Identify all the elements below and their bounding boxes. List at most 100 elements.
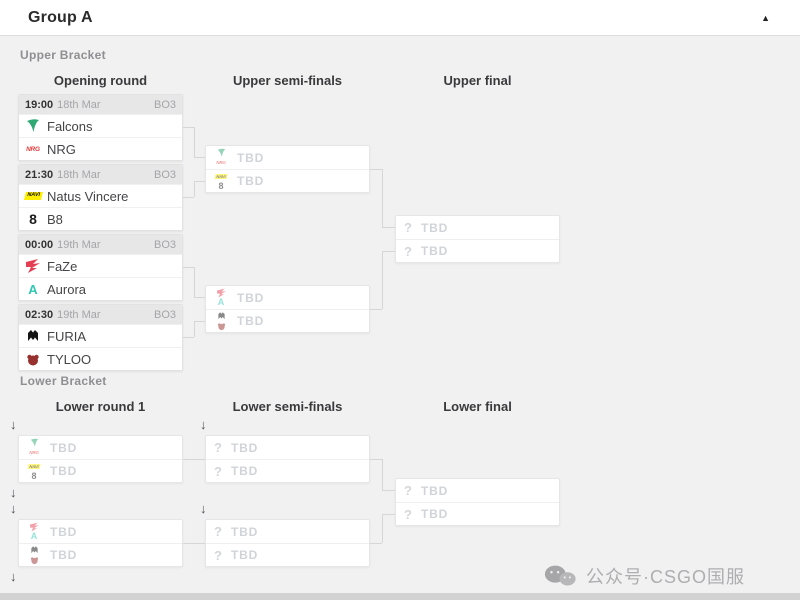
connector-line (382, 514, 383, 543)
match-date: 18th Mar (57, 168, 101, 181)
question-icon: ? (214, 463, 222, 479)
faze-logo (25, 258, 41, 274)
match-date: 19th Mar (57, 308, 101, 321)
bracket-slot: ? TBD (206, 436, 369, 459)
slot-label: TBD (421, 507, 449, 521)
candidate-logos-faze-aurora: A (25, 522, 43, 542)
match-header: 19:00 18th Mar BO3 (19, 95, 182, 114)
drop-arrow-icon: ↓ (200, 417, 207, 432)
bracket-slot: A TBD (206, 286, 369, 309)
nrg-logo: NRG (29, 450, 39, 455)
falcons-logo (216, 148, 227, 158)
match-time: 21:30 (25, 168, 54, 181)
connector-line (183, 543, 205, 544)
slot-label: TBD (237, 174, 265, 188)
team-row-b8[interactable]: 8 B8 (19, 207, 182, 230)
match-format: BO3 (153, 238, 176, 251)
group-header: Group A ▲ (0, 0, 800, 36)
tyloo-logo (29, 555, 40, 565)
team-row-falcons[interactable]: Falcons (19, 114, 182, 137)
match-time: 00:00 (25, 238, 54, 251)
bracket-slot: ? TBD (396, 479, 559, 502)
team-name: Falcons (47, 118, 93, 134)
slot-label: TBD (421, 244, 449, 258)
natus-vincere-logo: NAVI (27, 463, 41, 469)
bracket-slot: NRG TBD (19, 436, 182, 459)
upper-final[interactable]: ? TBD ? TBD (395, 215, 560, 263)
slot-label: TBD (231, 440, 259, 455)
team-row-faze[interactable]: FaZe (19, 254, 182, 277)
bracket-slot: NAVI 8 TBD (19, 459, 182, 482)
collapse-caret-icon[interactable]: ▲ (761, 12, 770, 23)
match-time: 19:00 (25, 98, 54, 111)
slot-label: TBD (231, 548, 259, 562)
bracket-slot: ? TBD (396, 216, 559, 239)
team-row-aurora[interactable]: A Aurora (19, 277, 182, 300)
team-row-natus-vincere[interactable]: NAVI Natus Vincere (19, 184, 182, 207)
aurora-logo: A (30, 531, 38, 541)
falcons-logo (25, 118, 41, 134)
candidate-logos-navi-b8: NAVI 8 (212, 171, 230, 191)
bracket-slot: TBD (206, 309, 369, 332)
team-row-nrg[interactable]: NRG NRG (19, 137, 182, 160)
candidate-logos-falcons-nrg: NRG (25, 438, 43, 458)
bracket-slot: ? TBD (396, 502, 559, 525)
b8-logo: 8 (29, 211, 37, 227)
b8-logo: 8 (218, 180, 224, 191)
drop-arrow-icon: ↓ (10, 485, 17, 500)
team-row-furia[interactable]: FURIA (19, 324, 182, 347)
match-card-furia-tyloo[interactable]: 02:30 19th Mar BO3 FURIA TYLOO (18, 304, 183, 371)
lower-semi-final-2[interactable]: ? TBD ? TBD (205, 519, 370, 567)
connector-line (183, 267, 194, 268)
match-card-navi-b8[interactable]: 21:30 18th Mar BO3 NAVI Natus Vincere 8 … (18, 164, 183, 231)
furia-logo (25, 328, 41, 344)
match-header: 00:00 19th Mar BO3 (19, 235, 182, 254)
connector-line (194, 321, 205, 322)
watermark-text: 公众号·CSGO国服 (586, 567, 746, 587)
slot-label: TBD (237, 314, 265, 328)
match-card-falcons-nrg[interactable]: 19:00 18th Mar BO3 Falcons NRG NRG (18, 94, 183, 161)
connector-line (194, 321, 195, 337)
connector-line (370, 169, 382, 170)
lower-round1-match-2[interactable]: A TBD TBD (18, 519, 183, 567)
connector-line (194, 267, 195, 297)
bracket-slot: TBD (19, 543, 182, 566)
lower-round1-match-1[interactable]: NRG TBD NAVI 8 TBD (18, 435, 183, 483)
team-row-tyloo[interactable]: TYLOO (19, 347, 182, 370)
connector-line (194, 297, 205, 298)
connector-line (382, 459, 383, 490)
candidate-logos-furia-tyloo (212, 311, 230, 331)
furia-logo (29, 545, 40, 555)
match-format: BO3 (153, 168, 176, 181)
match-card-faze-aurora[interactable]: 00:00 19th Mar BO3 FaZe A Aurora (18, 234, 183, 301)
drop-arrow-icon: ↓ (10, 501, 17, 516)
column-header-opening-round: Opening round (53, 73, 148, 88)
slot-label: TBD (237, 150, 265, 165)
match-format: BO3 (153, 98, 176, 111)
column-header-lower-semi-finals: Lower semi-finals (232, 399, 343, 414)
falcons-logo (29, 438, 40, 448)
team-name: FURIA (47, 328, 86, 344)
tyloo-logo (216, 321, 227, 331)
candidate-logos-furia-tyloo (25, 545, 43, 565)
question-icon: ? (404, 220, 412, 235)
candidate-logos-faze-aurora: A (212, 288, 230, 308)
upper-semi-final-2[interactable]: A TBD TBD (205, 285, 370, 333)
upper-semi-final-1[interactable]: NRG TBD NAVI 8 TBD (205, 145, 370, 193)
connector-line (382, 490, 395, 491)
b8-logo: 8 (31, 470, 37, 481)
slot-label: TBD (50, 440, 78, 455)
bracket-slot: ? TBD (206, 520, 369, 543)
connector-line (183, 337, 194, 338)
column-header-upper-semi-finals: Upper semi-finals (232, 73, 343, 88)
watermark: 公众号·CSGO国服 (543, 563, 745, 589)
team-name: B8 (47, 211, 63, 227)
slot-label: TBD (50, 464, 78, 478)
lower-final[interactable]: ? TBD ? TBD (395, 478, 560, 526)
connector-line (382, 251, 383, 309)
question-icon: ? (214, 547, 222, 563)
drop-arrow-icon: ↓ (10, 569, 17, 584)
lower-semi-final-1[interactable]: ? TBD ? TBD (205, 435, 370, 483)
slot-label: TBD (421, 220, 449, 235)
candidate-logos-navi-b8: NAVI 8 (25, 461, 43, 481)
